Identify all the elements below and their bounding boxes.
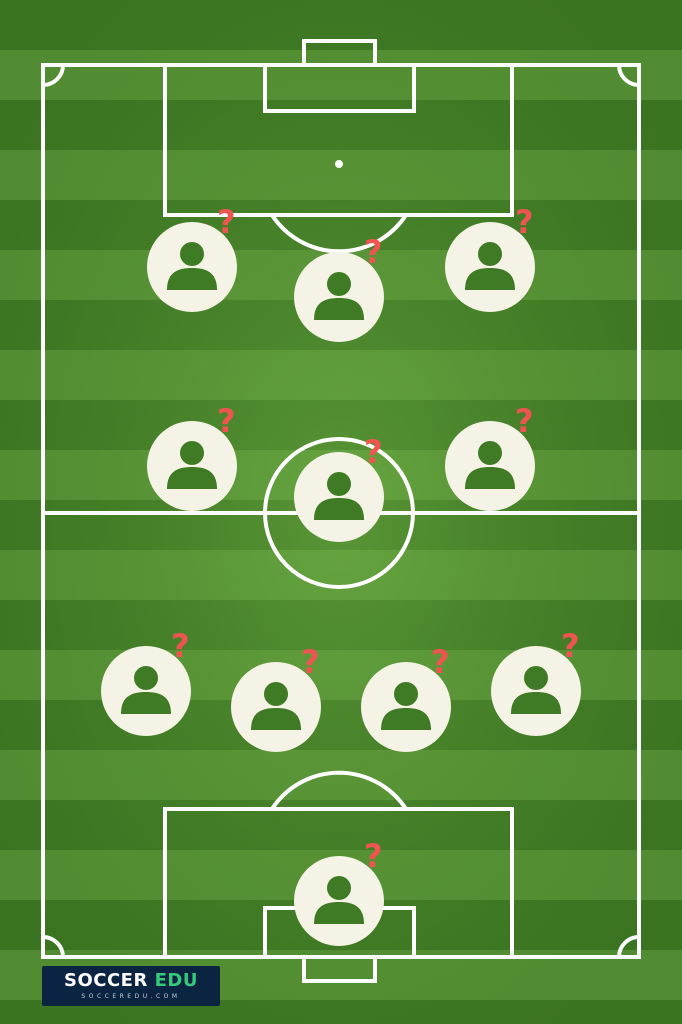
person-silhouette-icon [294,252,384,342]
corner-arc-top-left [42,64,65,87]
question-mark-badge: ? [515,203,534,241]
question-mark-badge: ? [171,627,190,665]
player-slot[interactable]: ? [147,405,237,511]
question-mark-badge: ? [364,837,383,875]
question-mark-badge: ? [561,627,580,665]
player-slot[interactable]: ? [491,630,581,736]
bottom-penalty-arc [270,770,408,811]
logo-title: SOCCER EDU [42,971,220,991]
person-silhouette-icon [101,646,191,736]
bottom-goal [302,955,377,983]
corner-arc-bottom-left [42,935,65,958]
player-slot[interactable]: ? [445,206,535,312]
person-silhouette-icon [445,421,535,511]
player-slot[interactable]: ? [147,206,237,312]
person-silhouette-icon [491,646,581,736]
person-silhouette-icon [294,452,384,542]
question-mark-badge: ? [301,643,320,681]
top-penalty-spot [335,160,343,168]
corner-arc-bottom-right [617,935,640,958]
top-goal [302,39,377,67]
player-slot[interactable]: ? [294,436,384,542]
question-mark-badge: ? [364,433,383,471]
question-mark-badge: ? [515,402,534,440]
logo-subtext: SOCCEREDU.COM [81,993,181,1000]
person-silhouette-icon [361,662,451,752]
question-mark-badge: ? [431,643,450,681]
logo-word-edu: EDU [154,970,198,991]
player-slot[interactable]: ? [361,646,451,752]
person-silhouette-icon [147,222,237,312]
question-mark-badge: ? [217,402,236,440]
corner-arc-top-right [617,64,640,87]
question-mark-badge: ? [217,203,236,241]
logo-word-soccer: SOCCER [64,970,148,991]
player-slot[interactable]: ? [231,646,321,752]
player-slot[interactable]: ? [445,405,535,511]
player-slot[interactable]: ? [294,236,384,342]
soccer-edu-logo: SOCCER EDU SOCCEREDU.COM [42,966,220,1006]
player-slot[interactable]: ? [294,840,384,946]
person-silhouette-icon [147,421,237,511]
player-slot[interactable]: ? [101,630,191,736]
question-mark-badge: ? [364,233,383,271]
center-circle [263,437,415,589]
top-penalty-arc [270,213,408,254]
person-silhouette-icon [445,222,535,312]
person-silhouette-icon [294,856,384,946]
person-silhouette-icon [231,662,321,752]
